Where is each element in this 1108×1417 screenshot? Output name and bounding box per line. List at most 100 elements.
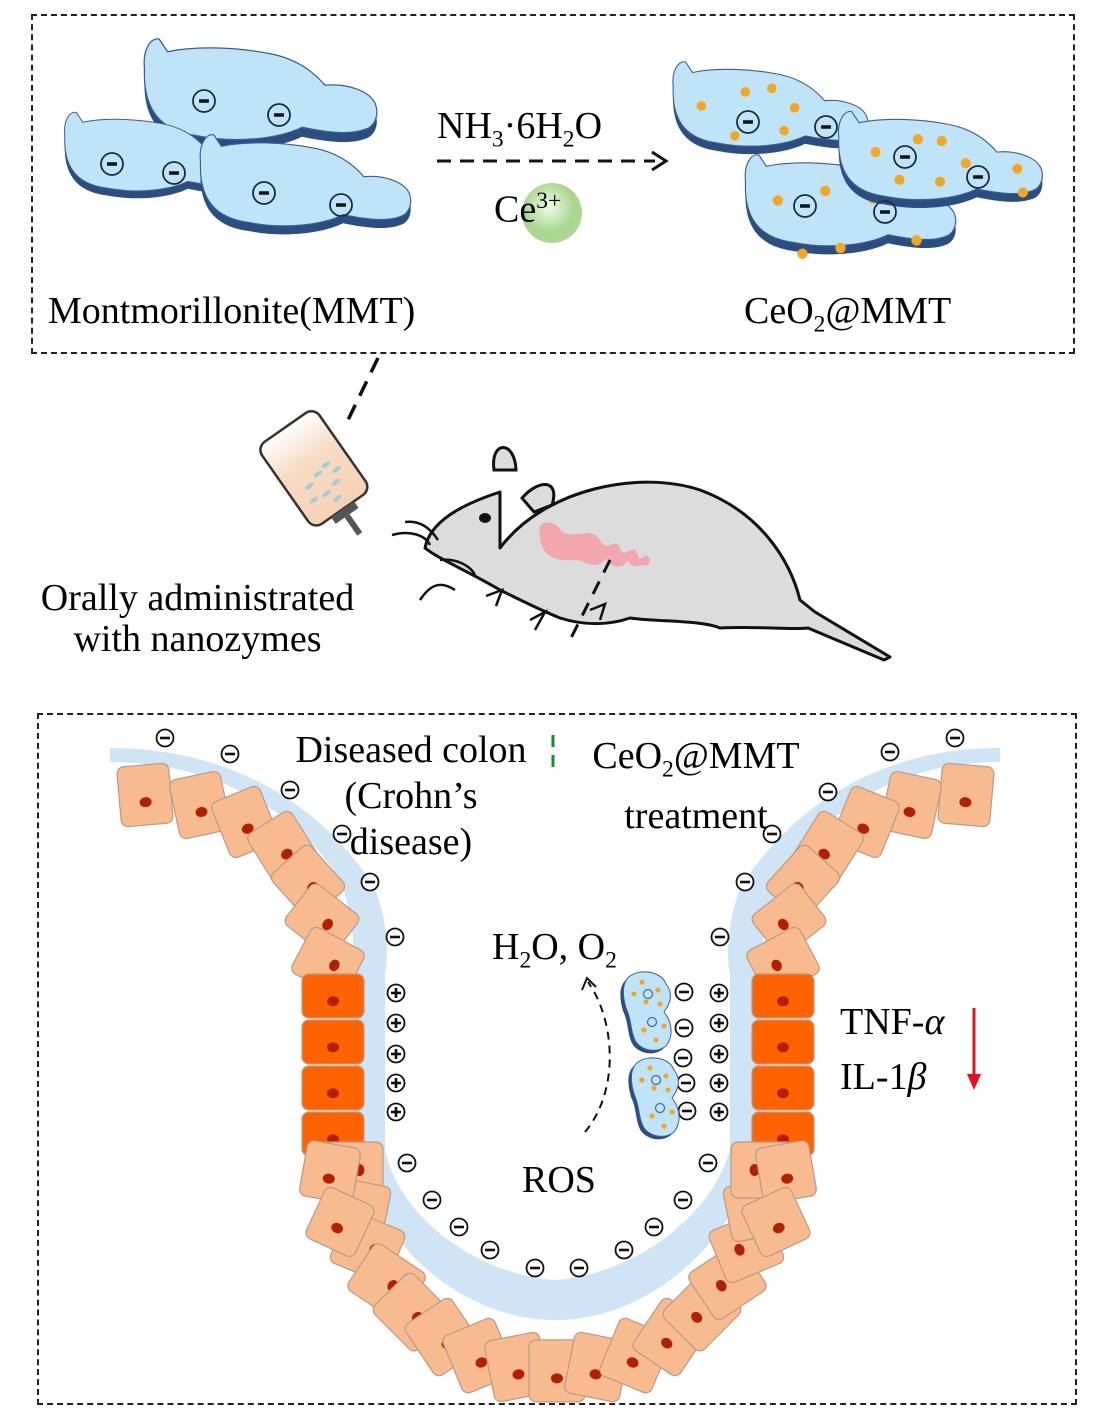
ceo2-nanoparticle <box>729 131 740 141</box>
ceo2-nanoparticle <box>639 1077 645 1083</box>
colon-crypt <box>110 748 1000 1403</box>
epithelial-cell <box>880 770 942 840</box>
epithelial-cell <box>751 883 827 957</box>
inflamed-cell <box>751 973 815 1019</box>
cell-nucleus <box>139 797 152 808</box>
nanozyme-particle <box>332 466 341 473</box>
positive-charge-icon <box>386 983 406 1003</box>
ceo2-mmt-sheet-right <box>837 110 1043 208</box>
ceo2-nanoparticle <box>912 134 923 145</box>
cell-nucleus <box>773 1222 785 1234</box>
positive-charge-icon <box>709 1044 729 1064</box>
cell-nucleus <box>777 996 789 1007</box>
mouse-illustration <box>391 446 892 662</box>
cell-nucleus <box>626 1357 639 1368</box>
mmt-sheet-back <box>143 38 378 150</box>
sheet-face <box>744 154 957 247</box>
products-label: H2O, O2 <box>492 926 617 974</box>
ceo2-nanoparticle <box>631 991 637 997</box>
negative-charge-icon <box>569 1258 589 1278</box>
mouse-body <box>423 480 892 662</box>
gavage-bottle <box>259 410 369 536</box>
ceo2-nanoparticle <box>934 176 946 187</box>
epithelial-cell <box>741 1186 811 1258</box>
ceo2-mmt-sheet-back <box>672 61 869 155</box>
sheet-face <box>143 38 378 141</box>
ceo2-nanoparticle <box>643 999 649 1005</box>
cell-nucleus <box>322 1173 335 1184</box>
ceo2-nanoparticle <box>779 125 789 136</box>
ros-conversion-arrow <box>584 981 611 1133</box>
ceo2-nanoparticle <box>766 83 777 94</box>
negative-charge-icon <box>162 161 186 185</box>
ceo2-nanoparticle <box>639 979 645 985</box>
cell-nucleus <box>241 823 254 834</box>
oral-administration-label: Orally administrated with nanozymes <box>40 577 355 660</box>
negative-charge-icon <box>100 152 124 176</box>
il1-beta-label: IL-1β <box>840 1056 927 1098</box>
ceo2-nanoparticle <box>641 1027 647 1033</box>
mmt-sheet-front <box>199 134 412 235</box>
negative-charge-icon <box>155 728 175 748</box>
nanozyme-particle <box>321 461 331 469</box>
epithelial-cell <box>305 1186 375 1258</box>
ceo2-nanoparticle <box>740 87 751 97</box>
negative-charge-icon <box>674 1018 694 1038</box>
mouse-gut <box>539 522 650 567</box>
negative-charge-icon <box>525 1258 545 1278</box>
negative-charge-icon <box>192 89 216 113</box>
ceo2-mmt-sheet-front <box>744 154 957 259</box>
inflamed-cell <box>301 1019 365 1065</box>
inflamed-cell <box>301 973 365 1019</box>
cerium-ion-label: Ce3+ <box>494 188 562 231</box>
negative-charge-icon <box>422 1190 442 1210</box>
cell-nucleus <box>661 1337 673 1349</box>
negative-charge-icon <box>673 1190 693 1210</box>
ceo2-nanoparticle <box>936 136 947 147</box>
ceo2-nanoparticle <box>657 1001 663 1007</box>
negative-charge-icon <box>793 194 817 218</box>
cell-nucleus <box>781 1173 794 1184</box>
positive-charge-icon <box>709 1013 729 1033</box>
positive-charge-icon <box>386 1073 406 1093</box>
ros-label: ROS <box>522 1159 596 1201</box>
mouse-ear-back <box>492 446 518 472</box>
ceo2-nanoparticle <box>894 174 905 185</box>
negative-charge-icon <box>966 165 990 189</box>
ceo2-nanoparticle <box>661 1023 667 1029</box>
negative-charge-icon <box>644 1217 664 1237</box>
ceo2-nanoparticle <box>772 195 784 206</box>
negative-charge-icon <box>893 145 917 169</box>
cell-nucleus <box>777 1088 789 1099</box>
cell-nucleus <box>475 1357 488 1368</box>
negative-charge-icon <box>360 872 380 892</box>
sheet-face <box>672 61 869 147</box>
attached-ceo2-mmt-particle <box>628 1057 680 1140</box>
mouse-ear-front <box>520 482 556 514</box>
nanozyme-particle <box>304 482 314 490</box>
colon-panel <box>37 713 1077 1405</box>
negative-charge-icon <box>735 872 755 892</box>
positive-charge-icon <box>386 1102 406 1122</box>
ceo2-nanoparticle <box>911 235 922 246</box>
mouse-whiskers <box>391 520 477 601</box>
diseased-colon-label: Diseased colon (Crohn’s disease) <box>295 729 527 863</box>
negative-charge-icon <box>818 782 838 802</box>
nanozyme-particle <box>333 494 342 502</box>
ceo2-nanoparticle <box>797 248 808 259</box>
negative-charge-icon <box>676 1073 696 1093</box>
negative-charge-icon <box>736 110 760 134</box>
mouse-eye <box>479 513 491 523</box>
ceo2-nanoparticle <box>835 242 846 254</box>
ceo2-nanoparticle <box>696 101 707 111</box>
cell-nucleus <box>903 806 916 818</box>
negative-charge-icon <box>267 103 291 127</box>
cell-nucleus <box>959 797 972 808</box>
cell-nucleus <box>734 1243 745 1256</box>
ceo2-nanoparticle <box>661 1123 667 1129</box>
sheet-face <box>837 110 1043 201</box>
negative-charge-icon <box>674 982 694 1002</box>
negative-charge-icon <box>397 1153 417 1173</box>
cell-nucleus <box>512 1369 525 1380</box>
